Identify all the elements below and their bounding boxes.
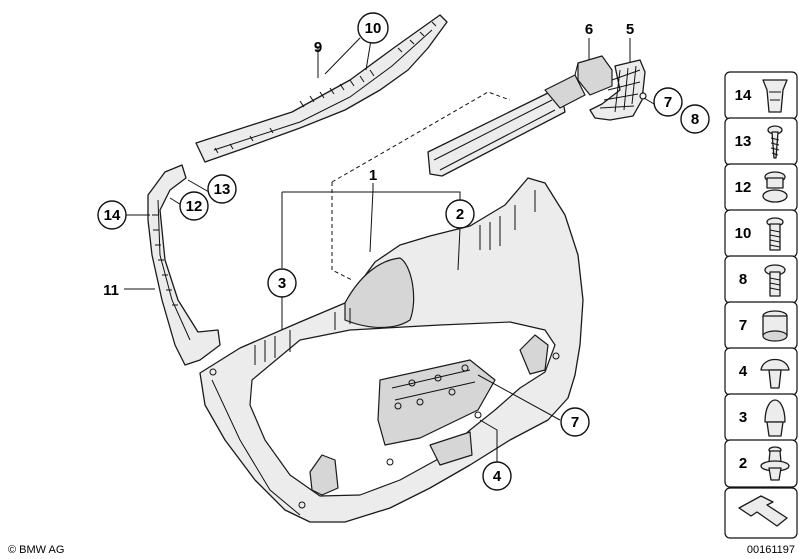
legend-number: 12	[735, 179, 752, 196]
callout-7-bottom-label: 7	[571, 414, 579, 431]
callout-10: 10	[357, 12, 389, 44]
legend-number: 7	[739, 317, 747, 334]
callout-10-label: 10	[365, 20, 382, 37]
callout-1: 1	[369, 167, 377, 184]
legend-item-3: 3	[724, 393, 798, 442]
callout-5: 5	[626, 21, 634, 38]
copyright-text: © BMW AG	[8, 544, 64, 556]
legend-item-14: 14	[724, 71, 798, 120]
fastener-legend: 14 13 12 10 8	[724, 71, 798, 539]
hinge-bracket	[589, 59, 647, 121]
callout-4-label: 4	[493, 468, 502, 485]
callout-6-label: 6	[585, 21, 593, 38]
legend-number: 2	[739, 455, 747, 472]
callout-9: 9	[314, 39, 322, 56]
legend-item-8: 8	[724, 255, 798, 304]
tailgate-trim-panel	[199, 177, 584, 523]
legend-item-12: 12	[724, 163, 798, 212]
legend-number: 8	[739, 271, 747, 288]
callout-11-label: 11	[103, 282, 119, 299]
callout-9-label: 9	[314, 39, 322, 56]
legend-item-10: 10	[724, 209, 798, 258]
legend-number: 13	[735, 133, 752, 150]
handle-assembly	[427, 55, 613, 177]
direction-arrow-icon	[724, 487, 798, 539]
callout-2-label: 2	[456, 206, 464, 223]
callout-12-label: 12	[186, 198, 203, 215]
legend-number: 4	[739, 363, 748, 380]
callout-4: 4	[482, 461, 512, 491]
side-pillar-trim	[147, 164, 221, 366]
callout-5-label: 5	[626, 21, 634, 38]
legend-item-4: 4	[724, 347, 798, 396]
legend-item-13: 13	[724, 117, 798, 166]
legend-number: 14	[735, 87, 752, 104]
callout-13-label: 13	[214, 181, 231, 198]
callout-7-top: 7	[653, 87, 683, 117]
legend-number: 3	[739, 409, 747, 426]
callout-13: 13	[207, 174, 237, 204]
callout-2: 2	[445, 199, 475, 229]
callout-3-label: 3	[278, 275, 286, 292]
callout-1-label: 1	[369, 167, 377, 184]
callout-14-left: 14	[97, 200, 127, 230]
callout-14-left-label: 14	[104, 207, 121, 224]
callout-11: 11	[103, 282, 119, 299]
callout-12: 12	[179, 191, 209, 221]
legend-number: 10	[735, 225, 752, 242]
callout-3: 3	[267, 268, 297, 298]
diagram-number: 00161197	[747, 544, 795, 556]
legend-item-2: 2	[724, 439, 798, 488]
callout-8: 8	[680, 104, 710, 134]
top-trim-rail	[195, 14, 448, 163]
callout-6: 6	[585, 21, 593, 38]
legend-item-7: 7	[724, 301, 798, 350]
callout-7-top-label: 7	[664, 94, 672, 111]
callout-8-label: 8	[691, 111, 699, 128]
callout-7-bottom: 7	[560, 407, 590, 437]
